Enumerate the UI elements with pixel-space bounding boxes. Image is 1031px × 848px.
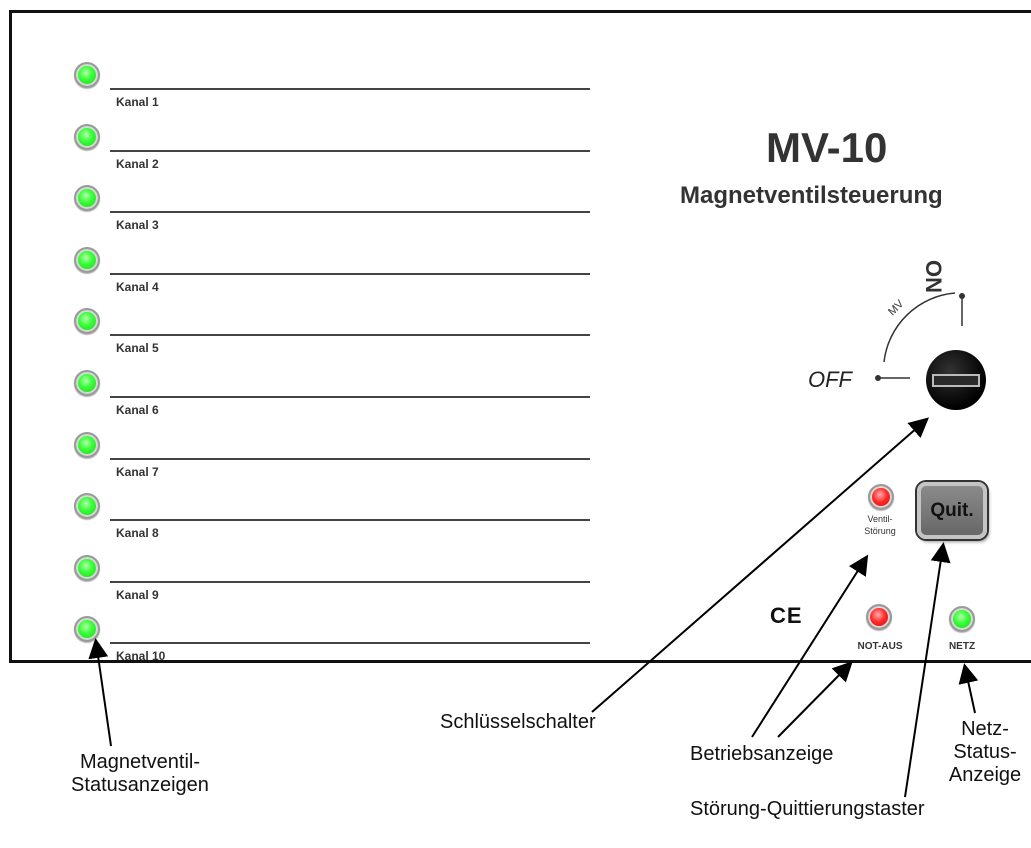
channel-led [74, 554, 100, 581]
channel-label-line [110, 334, 590, 337]
channel-label: Kanal 4 [116, 279, 159, 294]
switch-off-label: OFF [808, 367, 852, 392]
netz-label: NETZ [948, 641, 976, 652]
ventil-stoerung-label: Ventil- Störung [864, 514, 896, 536]
channel-label: Kanal 8 [116, 526, 159, 541]
channel-label-line [110, 580, 590, 583]
channel-led [74, 493, 100, 520]
channel-led [74, 246, 100, 273]
channel-led [74, 123, 100, 150]
quit-button-label: Quit. [930, 499, 974, 521]
arrow-betriebsanzeige-notaus [777, 661, 853, 738]
arrow-betriebsanzeige-stoerung [751, 554, 869, 738]
channel-label: Kanal 10 [116, 649, 166, 664]
ce-mark: CE [770, 603, 803, 628]
ventil-stoerung-led [868, 484, 894, 510]
on-position-dot [959, 293, 965, 299]
channel-label: Kanal 3 [116, 218, 159, 233]
channel-label-line [110, 642, 590, 645]
arrow-schluesselschalter [591, 417, 930, 713]
control-panel-front [9, 10, 1031, 663]
arrow-statusanzeigen [88, 638, 112, 747]
caption-statusanzeigen: Magnetventil- Statusanzeigen [71, 751, 209, 796]
caption-schluesselschalter: Schlüsselschalter [440, 711, 596, 733]
model-title: MV-10 [766, 124, 888, 171]
not-aus-label: NOT-AUS [857, 641, 903, 652]
channel-led [74, 370, 100, 396]
device-subtitle: Magnetventilsteuerung [680, 182, 943, 209]
channel-label-line [110, 149, 590, 152]
key-switch[interactable] [926, 350, 986, 410]
caption-netz-status: Netz- Status- Anzeige [948, 718, 1022, 786]
channel-label-line [110, 396, 590, 398]
channel-label-line [110, 88, 590, 90]
channel-led [74, 62, 100, 88]
caption-betriebsanzeige: Betriebsanzeige [690, 743, 834, 765]
key-switch-scale [878, 292, 963, 379]
channel-label-line [110, 272, 590, 275]
channel-label: Kanal 6 [116, 403, 159, 417]
off-position-dot [875, 375, 881, 381]
channel-label: Kanal 1 [116, 95, 159, 109]
channel-led [74, 185, 100, 212]
quit-button[interactable]: Quit. [917, 482, 987, 539]
channel-label: Kanal 7 [116, 464, 159, 479]
channel-label: Kanal 9 [116, 587, 159, 602]
channel-label: Kanal 5 [116, 341, 159, 356]
key-slot [932, 374, 980, 387]
channel-label: Kanal 2 [116, 156, 159, 171]
arrow-netz-status [958, 663, 979, 714]
channel-label-line [110, 519, 590, 522]
channel-led [74, 431, 100, 458]
caption-quittierungstaster: Störung-Quittierungstaster [690, 798, 925, 820]
channel-label-line [110, 211, 590, 214]
netz-led [949, 606, 975, 632]
arrow-quittierungstaster [904, 542, 951, 798]
callout-arrows [88, 417, 979, 798]
not-aus-led [866, 604, 892, 630]
channel-led [74, 308, 100, 335]
channel-label-line [110, 457, 590, 460]
